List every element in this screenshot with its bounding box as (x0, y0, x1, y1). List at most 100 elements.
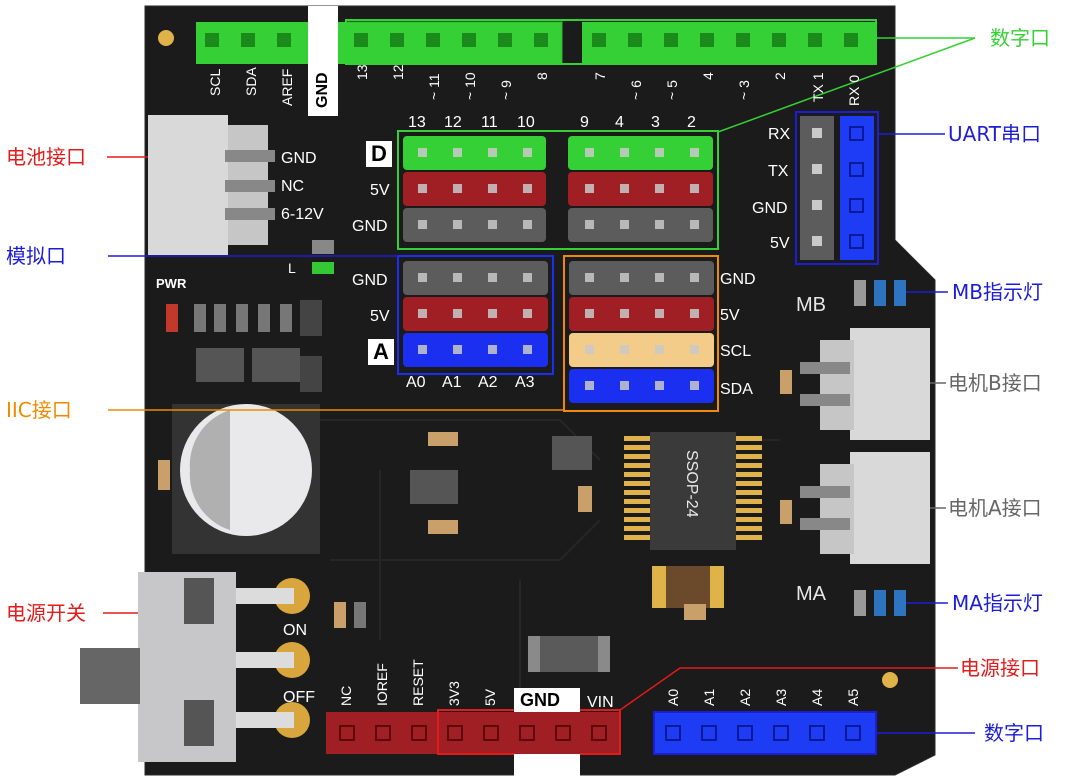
callout-power-switch: 电源开关 (6, 601, 86, 625)
driver-chip (650, 432, 736, 550)
callout-iic: IIC接口 (6, 398, 72, 422)
pwr-label: PWR (156, 276, 187, 291)
analog-header-a4: A4 (809, 688, 825, 706)
top-label-sda: SDA (243, 67, 259, 96)
top-label-11: ~ 11 (426, 73, 442, 100)
analog-row-gnd: GND (352, 272, 388, 289)
callout-power-port: 电源接口 (960, 656, 1040, 680)
power-label-ioref: IOREF (374, 663, 390, 706)
top-label-gnd: GND (314, 72, 331, 108)
top-label-5: ~ 5 (664, 80, 680, 100)
digital-num-4: 4 (615, 114, 624, 131)
line-power-port (619, 667, 958, 711)
callout-battery: 电池接口 (6, 145, 86, 169)
chip-pins (624, 436, 762, 540)
uart-label-tx: TX (768, 163, 789, 180)
uart-outline (795, 111, 879, 265)
mount-hole-br (882, 672, 898, 688)
battery-pin-vin: 6-12V (281, 206, 324, 223)
analog-col-a3: A3 (515, 374, 535, 391)
power-label-gnd: GND (520, 690, 560, 710)
analog-header-a2: A2 (737, 688, 753, 706)
digital-num-12: 12 (444, 114, 462, 131)
analog-letter: A (373, 339, 389, 364)
top-label-2: 2 (772, 72, 788, 80)
callout-mb-led: MB指示灯 (952, 280, 1043, 304)
pcb-board (144, 5, 936, 776)
ma-label: MA (796, 583, 826, 605)
top-label-9: ~ 9 (498, 80, 514, 100)
power-label-3v3: 3V3 (446, 681, 462, 706)
analog-col-a1: A1 (442, 374, 462, 391)
power-label-vin: VIN (587, 694, 614, 711)
callout-motor-a: 电机A接口 (948, 496, 1042, 520)
switch-label-on: ON (283, 622, 307, 639)
analog-letter-bg (368, 339, 394, 365)
top-header-right (582, 22, 876, 64)
callout-uart: UART串口 (948, 122, 1041, 146)
top-label-13: 13 (354, 64, 370, 80)
mb-label: MB (796, 294, 826, 316)
top-label-tx: TX 1 (810, 72, 826, 102)
uart-label-5v: 5V (770, 235, 790, 252)
uart-label-gnd: GND (752, 200, 788, 217)
analog-col-a0: A0 (406, 374, 426, 391)
iic-label-scl: SCL (720, 343, 752, 360)
analog-header-a0: A0 (665, 688, 681, 706)
analog-block-outline (397, 255, 554, 375)
analog-header-pins (665, 725, 861, 741)
analog-col-a2: A2 (478, 374, 498, 391)
callout-digital-bottom: 数字口 (984, 721, 1044, 745)
iic-label-sda: SDA (720, 381, 753, 398)
l-label: L (288, 260, 296, 276)
digital-letter-bg (366, 141, 392, 167)
callout-digital-top: 数字口 (990, 26, 1050, 50)
iic-label-gnd: GND (720, 271, 756, 288)
analog-row-5v: 5V (370, 308, 390, 325)
mb-leds (854, 280, 906, 306)
top-header-mid (345, 21, 563, 65)
callout-ma-led: MA指示灯 (952, 591, 1043, 615)
battery-connector (148, 115, 228, 255)
top-label-scl: SCL (207, 68, 223, 96)
digital-letter: D (371, 141, 387, 166)
top-label-7: 7 (592, 72, 608, 80)
mount-hole-tl (158, 30, 174, 46)
digital-num-3: 3 (651, 114, 660, 131)
chip-label: SSOP-24 (683, 450, 700, 518)
top-header-right-outline (345, 19, 877, 65)
analog-header (653, 711, 877, 755)
motor-a-connector (850, 452, 930, 564)
power-label-reset: RESET (410, 659, 426, 706)
switch-terminals (236, 578, 310, 738)
top-label-rx: RX 0 (846, 74, 862, 106)
top-label-4: 4 (700, 72, 716, 80)
ma-leds (854, 590, 906, 616)
analog-header-a3: A3 (773, 688, 789, 706)
callout-analog: 模拟口 (6, 244, 66, 268)
callout-motor-b: 电机B接口 (948, 371, 1042, 395)
digital-row-5v: 5V (370, 182, 390, 199)
analog-header-a1: A1 (701, 688, 717, 706)
top-label-10: ~ 10 (462, 72, 478, 100)
callout-lines (103, 37, 976, 734)
top-header-right-pins (592, 33, 858, 47)
digital-num-10: 10 (517, 114, 535, 131)
digital-num-2: 2 (687, 114, 696, 131)
top-label-aref: AREF (279, 68, 295, 106)
power-switch-knob (80, 648, 140, 704)
digital-row-gnd: GND (352, 218, 388, 235)
iic-block-outline (563, 255, 719, 412)
battery-pin-nc: NC (281, 178, 305, 195)
top-label-6: ~ 6 (628, 80, 644, 100)
analog-header-a5: A5 (845, 688, 861, 706)
top-header-mid-pins (354, 33, 548, 47)
digital-num-13: 13 (408, 114, 426, 131)
iic-label-5v: 5V (720, 307, 740, 324)
battery-pin-gnd: GND (281, 150, 317, 167)
power-label-nc: NC (338, 685, 354, 706)
top-label-8: 8 (534, 72, 550, 80)
digital-num-9: 9 (580, 114, 589, 131)
